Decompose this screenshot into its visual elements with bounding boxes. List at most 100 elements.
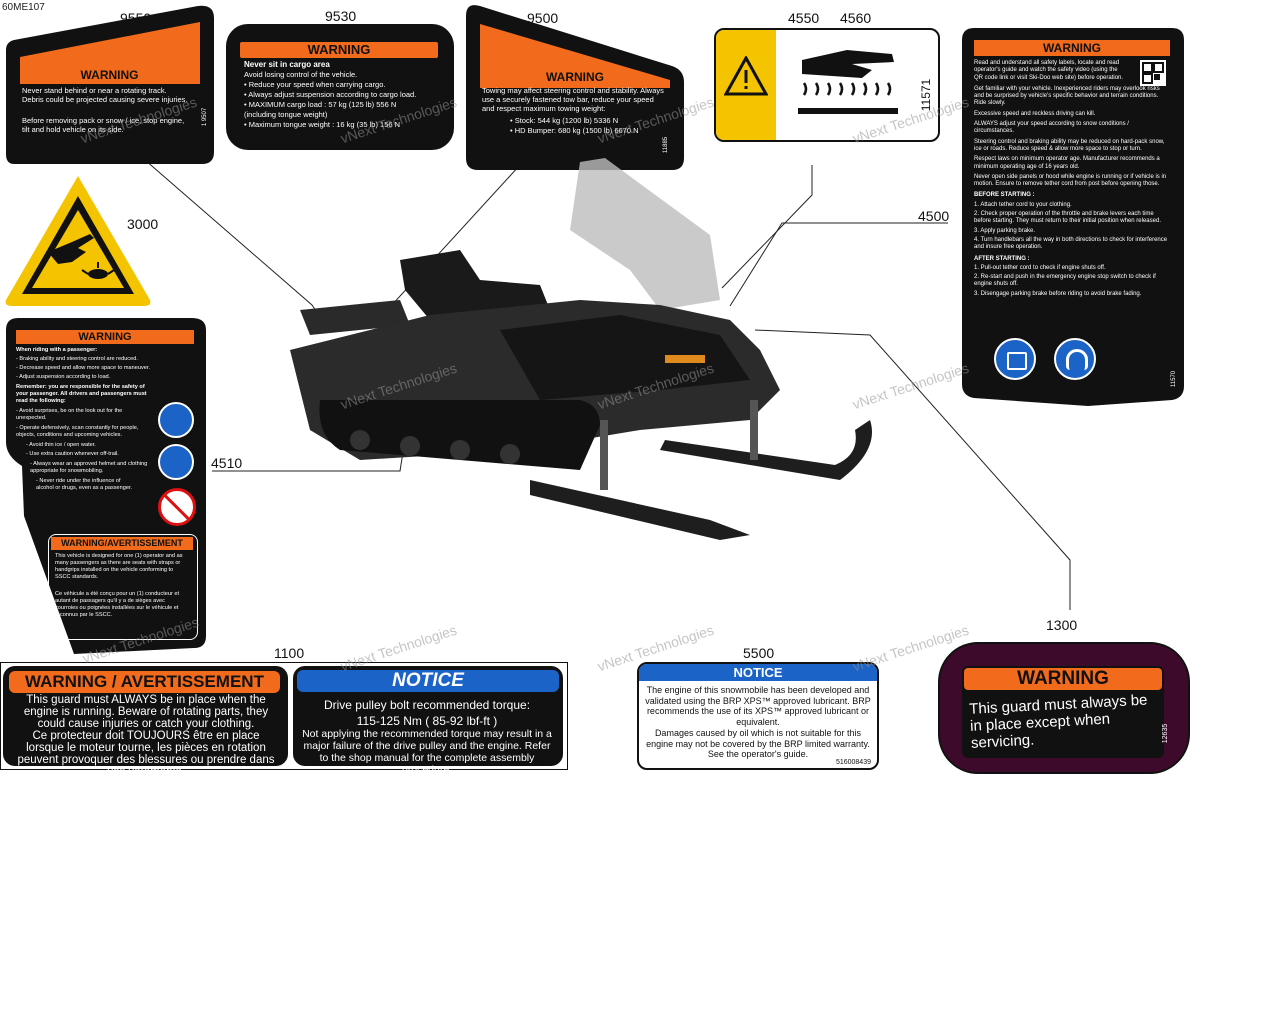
helmet-icon — [158, 444, 194, 480]
no-alcohol-icon — [158, 488, 196, 526]
callout-1100[interactable]: 1100 — [274, 645, 305, 661]
diagram-code: 60ME107 — [2, 2, 45, 13]
track — [319, 400, 600, 470]
decal-9530-line3: • Always adjust suspension according to … — [244, 90, 417, 99]
decal-4510-inner-box: WARNING/AVERTISSEMENT This vehicle is de… — [48, 534, 198, 640]
decal-1100-notice-l1: Drive pulley bolt recommended torque: — [323, 698, 531, 712]
callout-1300[interactable]: 1300 — [1046, 617, 1078, 633]
decal-1100-warn-title: WARNING / AVERTISSEMENT — [9, 671, 280, 693]
left-ski — [530, 480, 750, 540]
decal-4510[interactable]: WARNING When riding with a passenger: - … — [2, 316, 208, 656]
windshield — [570, 158, 720, 310]
decal-4550-yellow-panel — [716, 30, 776, 140]
left-shock — [600, 420, 608, 490]
decal-4510-i1: - Braking ability and steering control a… — [16, 356, 138, 362]
callout-4500[interactable]: 4500 — [918, 208, 950, 224]
callout-9530[interactable]: 9530 — [325, 8, 357, 24]
decal-4500-item-7: Never open side panels or hood while eng… — [974, 173, 1167, 188]
decal-9530-line5: (including tongue weight) — [244, 110, 328, 119]
decal-4510-j6: - Never ride under the influence of alco… — [36, 478, 133, 491]
decal-4510-title: WARNING — [16, 330, 194, 344]
callout-4550[interactable]: 4550 — [788, 10, 820, 26]
decal-4550-code: 11571 — [919, 78, 934, 112]
read-manual-icon — [994, 338, 1036, 380]
right-shock — [750, 400, 758, 460]
decal-4500-item-3: Excessive speed and reckless driving can… — [974, 110, 1096, 117]
headlight-accent — [665, 355, 705, 363]
decal-5500-title: NOTICE — [639, 664, 877, 681]
callout-9500[interactable]: 9500 — [527, 10, 559, 26]
decal-5500-body1: The engine of this snowmobile has been d… — [645, 685, 871, 727]
decal-4500-item-4: ALWAYS adjust your speed according to sn… — [974, 121, 1129, 135]
decal-4500-body: Read and understand all safety labels, l… — [974, 60, 1170, 298]
callout-3000[interactable]: 3000 — [127, 216, 159, 232]
decal-9550[interactable]: WARNING Never stand behind or near a rot… — [0, 2, 218, 168]
leader-4550 — [721, 165, 813, 289]
decal-9550-code: 1 9507 — [202, 107, 209, 127]
decal-3000[interactable] — [2, 172, 154, 308]
decal-4510-i2: - Decrease speed and allow more space to… — [16, 365, 151, 371]
decal-4510-fr: Ce véhicule a été conçu pour un (1) cond… — [55, 591, 180, 618]
decal-9500-body: Towing may affect steering control and s… — [482, 86, 664, 113]
decal-4510-remember: Remember: you are responsible for the sa… — [16, 384, 147, 404]
decal-4500-item-2: Get familiar with your vehicle. Inexperi… — [974, 85, 1160, 107]
decal-1100-warn-fr: Ce protecteur doit TOUJOURS être en plac… — [17, 730, 275, 778]
decal-4510-j3: - Avoid thin ice / open water. — [26, 442, 96, 448]
decal-4500-item-5: Steering control and braking ability may… — [974, 138, 1165, 152]
decal-1100[interactable]: WARNING / AVERTISSEMENT This guard must … — [0, 662, 568, 778]
decal-1100-warn-en: This guard must ALWAYS be in place when … — [23, 694, 269, 730]
decal-4510-j5: - Always wear an approved helmet and clo… — [30, 461, 148, 474]
decal-9500-line2: • HD Bumper: 680 kg (1500 lb) 6670 N — [510, 126, 639, 135]
leader-9500 — [379, 164, 521, 319]
snowmobile-illustration — [290, 158, 872, 540]
decal-1100-notice-panel: NOTICE Drive pulley bolt recommended tor… — [293, 666, 563, 776]
callout-4510[interactable]: 4510 — [211, 455, 243, 471]
decal-9550-body1: Never stand behind or near a rotating tr… — [22, 86, 188, 104]
decal-4500-before-1: 1. Attach tether cord to your clothing. — [974, 201, 1072, 208]
decal-9530-title: WARNING — [240, 42, 438, 58]
decal-4500-before: BEFORE STARTING : — [974, 192, 1035, 199]
decal-4510-j2: - Operate defensively, scan constantly f… — [16, 425, 139, 438]
rotating-parts-hand-icon — [48, 234, 115, 279]
decal-4500-title: WARNING — [974, 40, 1170, 56]
decal-4500-after: AFTER STARTING : — [974, 255, 1030, 262]
rear-rack — [300, 300, 410, 335]
callout-4560[interactable]: 4560 — [840, 10, 872, 26]
decal-1300-body: This guard must always be in place excep… — [968, 691, 1148, 752]
decal-4500-item-1: Read and understand all safety labels, l… — [974, 60, 1124, 81]
decal-5500-code: 516008439 — [835, 759, 871, 766]
decal-4500-after-3: 3. Disengage parking brake before riding… — [974, 290, 1142, 297]
decal-9530-heading: Never sit in cargo area — [244, 60, 330, 69]
decal-4500-before-4: 4. Turn handlebars all the way in both d… — [974, 236, 1168, 251]
decal-9500-line1: • Stock: 544 kg (1200 lb) 5336 N — [510, 116, 619, 125]
hot-surface-hand-icon — [798, 50, 898, 114]
passenger-icon — [158, 402, 194, 438]
decal-4550[interactable]: 11571 — [714, 28, 940, 142]
decal-9530-line2: • Reduce your speed when carrying cargo. — [244, 80, 386, 89]
decal-1300-title: WARNING — [964, 668, 1162, 690]
decal-1300-code: 12635 — [1162, 723, 1170, 744]
warning-triangle-icon — [724, 56, 768, 96]
decal-5500-body2: Damages caused by oil which is not suita… — [646, 728, 870, 759]
decal-1100-notice-l2: 115-125 Nm ( 85-92 lbf-ft ) — [356, 714, 498, 728]
leader-1300 — [754, 329, 1071, 610]
decal-1100-warning-panel: WARNING / AVERTISSEMENT This guard must … — [3, 666, 288, 778]
decal-1100-notice-body: Not applying the recommended torque may … — [302, 728, 552, 776]
decal-4500-after-1: 1. Pull-out tether cord to check if engi… — [974, 264, 1106, 271]
decal-1300[interactable]: WARNING This guard must always be in pla… — [938, 642, 1190, 774]
decal-5500[interactable]: NOTICE The engine of this snowmobile has… — [637, 662, 879, 770]
bogie-wheels — [350, 430, 520, 464]
right-ski — [660, 420, 872, 480]
decal-4510-i3: - Adjust suspension according to load. — [16, 374, 111, 380]
decal-9500-title: WARNING — [546, 70, 604, 84]
decal-9530[interactable]: WARNING Never sit in cargo area Avoid lo… — [226, 24, 454, 150]
qr-code-icon — [1140, 60, 1166, 86]
decal-4510-title2: WARNING/AVERTISSEMENT — [51, 537, 193, 550]
ear-protection-icon — [1054, 338, 1096, 380]
decal-9550-title: WARNING — [80, 68, 139, 82]
decal-4500[interactable]: WARNING Read and understand all safety l… — [958, 26, 1186, 408]
decal-1100-code: 10898 — [547, 692, 559, 721]
callout-5500[interactable]: 5500 — [743, 645, 775, 661]
decal-9500[interactable]: WARNING Towing may affect steering contr… — [462, 2, 688, 172]
